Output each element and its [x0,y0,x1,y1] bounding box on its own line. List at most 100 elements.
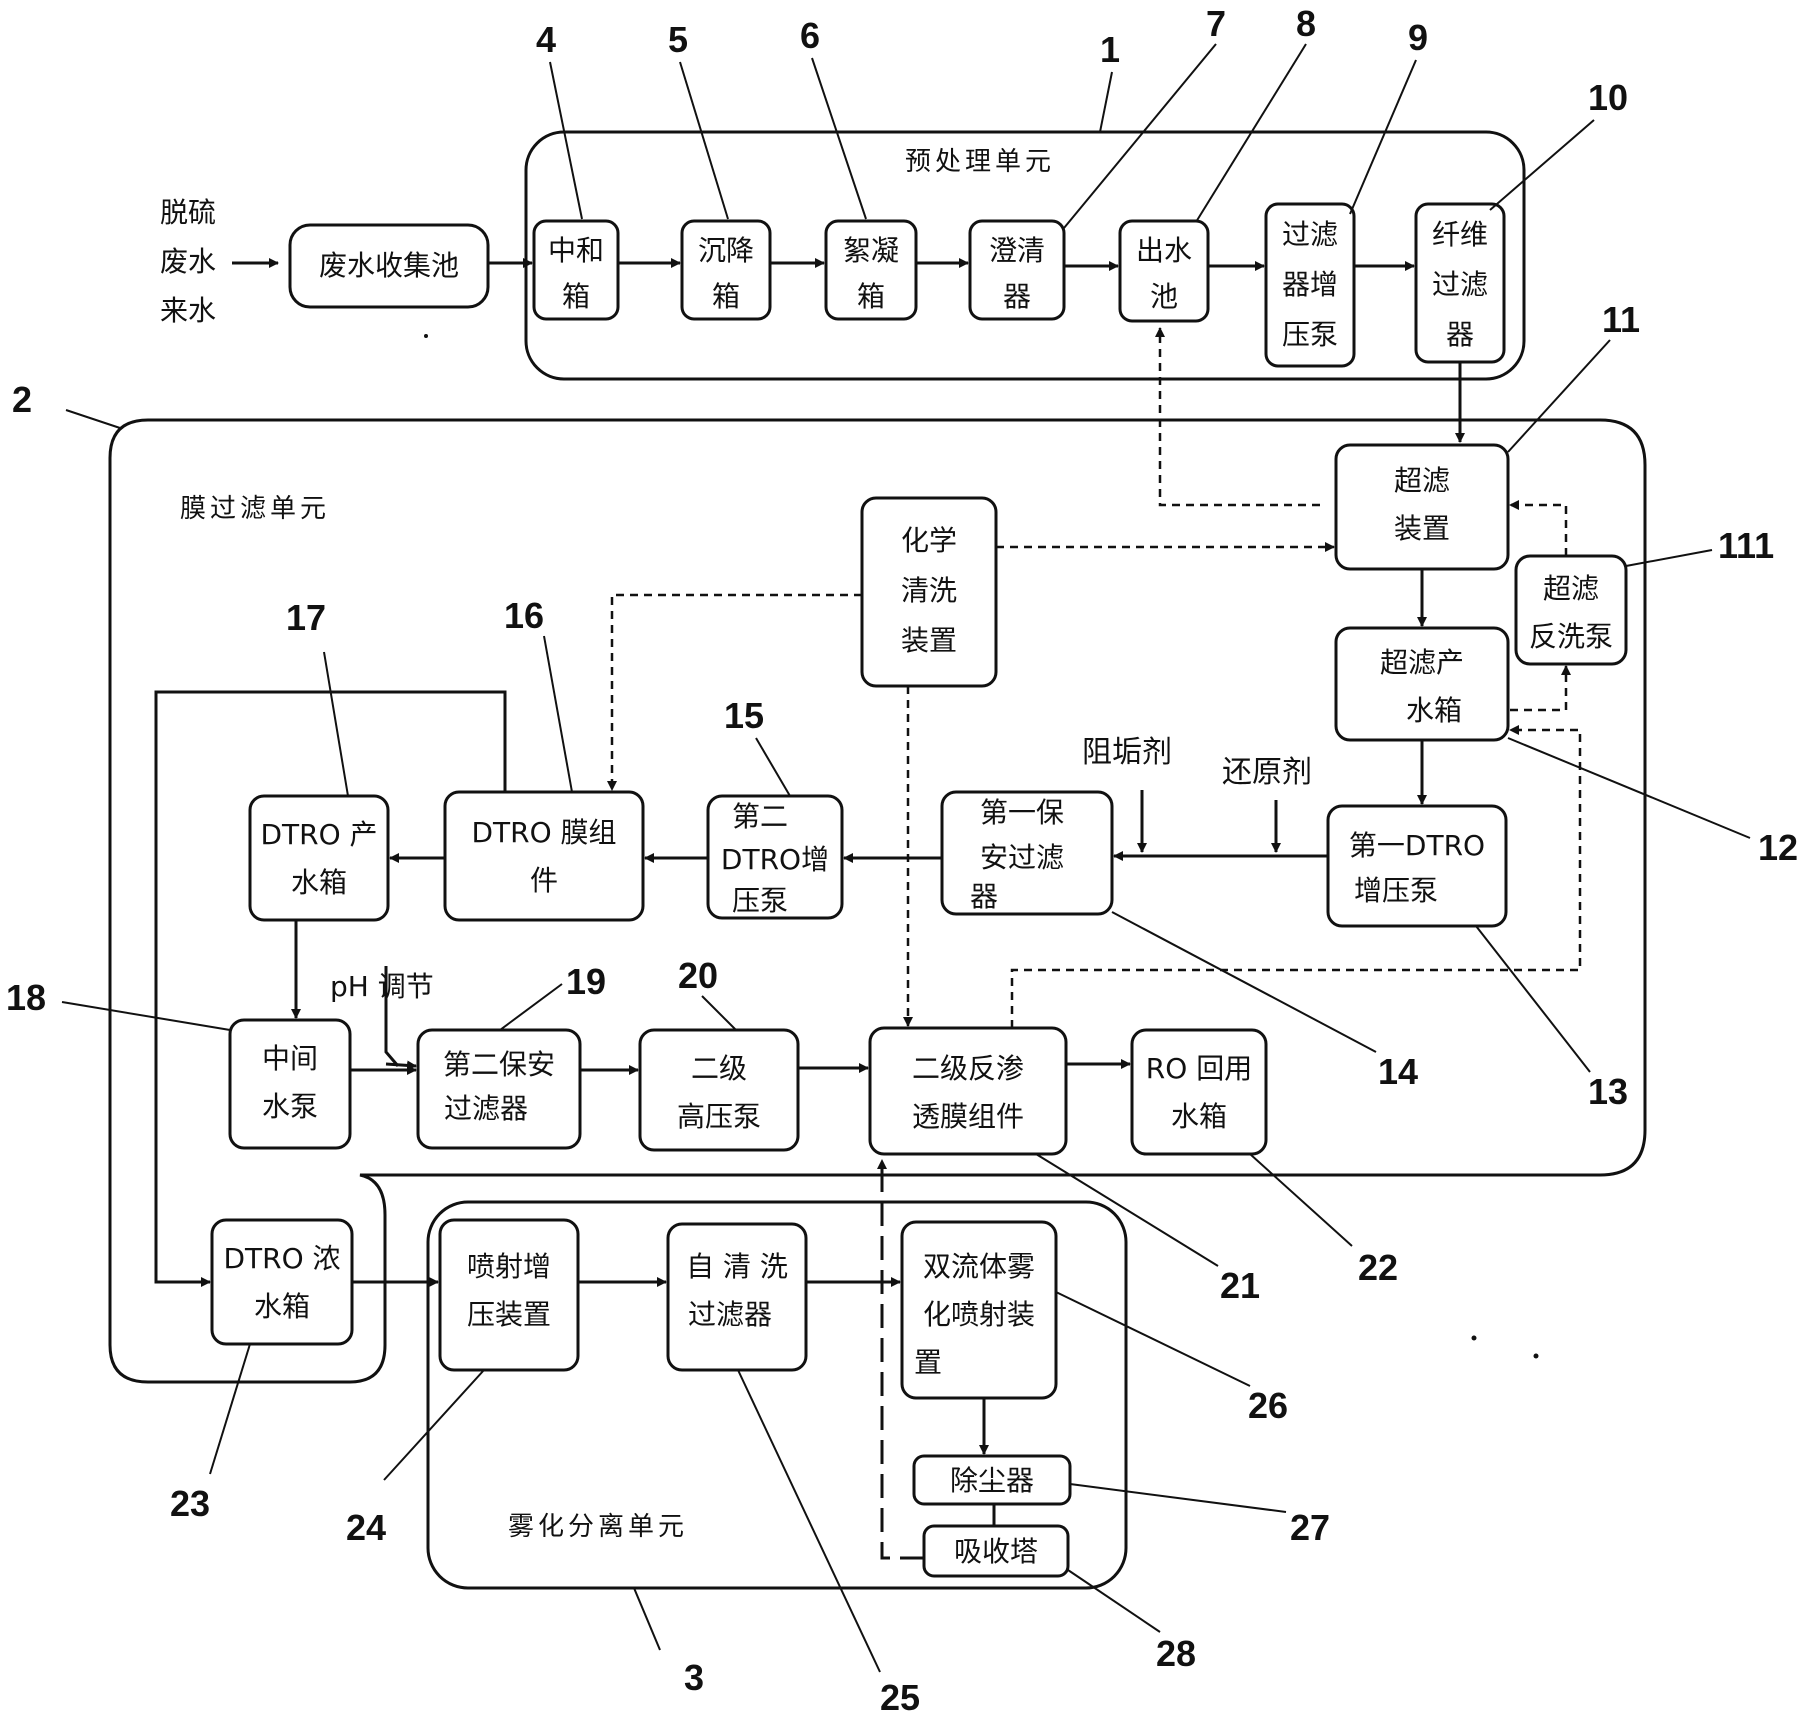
antiscalant-label: 阻垢剂 [1082,735,1172,770]
spray-booster-device: 喷射增 压装置 [438,1218,580,1372]
clarifier: 澄清 器 [968,219,1066,321]
svg-text:第二保安: 第二保安 [443,1048,555,1081]
pretreatment-unit-label: 预处理单元 [905,147,1055,177]
svg-text:高压泵: 高压泵 [677,1100,761,1133]
svg-text:中和: 中和 [548,234,604,267]
svg-text:絮凝: 絮凝 [843,234,899,267]
self-cleaning-filter: 自 清 洗 过滤器 [666,1222,808,1372]
membrane-unit-frame [108,418,1647,1384]
fiber-filter: 纤维 过滤 器 [1414,202,1506,364]
dtro-concentrate-tank: DTRO 浓 水箱 [210,1218,354,1346]
svg-text:压泵: 压泵 [1282,318,1338,351]
svg-text:第一DTRO: 第一DTRO [1349,829,1485,862]
flocculation-tank: 絮凝 箱 [824,219,918,321]
svg-text:过滤: 过滤 [1432,268,1488,301]
svg-text:器: 器 [970,880,998,913]
svg-text:DTRO 膜组: DTRO 膜组 [471,816,616,849]
svg-text:6: 6 [800,15,820,56]
svg-text:超滤: 超滤 [1543,572,1599,605]
svg-text:沉降: 沉降 [698,234,754,267]
svg-text:置: 置 [914,1346,942,1379]
svg-text:18: 18 [6,977,46,1018]
second-dtro-booster-pump: 第二 DTRO增 压泵 [706,794,844,920]
svg-text:吸收塔: 吸收塔 [954,1535,1038,1568]
svg-text:过滤器: 过滤器 [688,1298,772,1331]
svg-text:器: 器 [1003,280,1031,313]
svg-text:24: 24 [346,1507,386,1548]
dtro-membrane-module: DTRO 膜组 件 [443,790,645,922]
svg-text:12: 12 [1758,827,1798,868]
svg-text:111: 111 [1718,525,1774,566]
svg-text:件: 件 [530,864,558,897]
uf-product-tank: 超滤产 水箱 [1334,626,1510,742]
svg-text:过滤器: 过滤器 [444,1092,528,1125]
svg-text:水箱: 水箱 [291,866,347,899]
svg-text:10: 10 [1588,77,1628,118]
svg-text:DTRO 浓: DTRO 浓 [223,1242,340,1275]
svg-text:压泵: 压泵 [732,884,788,917]
svg-text:透膜组件: 透膜组件 [912,1100,1024,1133]
svg-text:过滤: 过滤 [1282,218,1338,251]
svg-text:28: 28 [1156,1633,1196,1674]
svg-text:1: 1 [1100,29,1120,70]
svg-text:DTRO 产: DTRO 产 [260,818,377,851]
svg-text:清洗: 清洗 [901,574,957,607]
svg-text:来水: 来水 [160,294,216,327]
membrane-unit-label: 膜过滤单元 [180,494,330,524]
svg-text:21: 21 [1220,1265,1260,1306]
atomization-unit-label: 雾化分离单元 [508,1512,688,1542]
svg-text:废水: 废水 [160,245,216,278]
svg-text:DTRO增: DTRO增 [721,843,829,876]
svg-text:20: 20 [678,955,718,996]
pretreatment-unit-frame [524,130,1526,381]
svg-text:8: 8 [1296,3,1316,44]
svg-text:池: 池 [1150,280,1178,313]
svg-text:26: 26 [1248,1385,1288,1426]
filter-booster-pump: 过滤 器增 压泵 [1264,202,1356,368]
svg-text:5: 5 [668,19,688,60]
svg-text:9: 9 [1408,17,1428,58]
svg-text:增压泵: 增压泵 [1354,874,1438,907]
svg-text:3: 3 [684,1657,704,1698]
svg-text:第二: 第二 [732,800,788,833]
second-security-filter: 第二保安 过滤器 [416,1028,582,1150]
svg-text:器增: 器增 [1282,268,1338,301]
svg-text:11: 11 [1602,299,1640,340]
svg-text:17: 17 [286,597,326,638]
svg-text:13: 13 [1588,1071,1628,1112]
svg-text:压装置: 压装置 [467,1298,551,1331]
middle-water-pump: 中间 水泵 [228,1018,352,1150]
svg-text:脱硫: 脱硫 [160,196,216,229]
svg-text:箱: 箱 [712,280,740,313]
svg-text:水泵: 水泵 [262,1090,318,1123]
svg-text:16: 16 [504,595,544,636]
dust-collector: 除尘器 [912,1454,1072,1506]
svg-text:4: 4 [536,19,556,60]
svg-text:出水: 出水 [1136,234,1192,267]
svg-text:化喷射装: 化喷射装 [923,1298,1035,1331]
svg-text:二级: 二级 [691,1052,747,1085]
atomization-unit-frame [426,1200,1128,1590]
svg-text:14: 14 [1378,1051,1418,1092]
svg-text:箱: 箱 [562,280,590,313]
first-security-filter: 第一保 安过滤 器 [940,790,1114,916]
svg-text:水箱: 水箱 [1406,694,1462,727]
svg-text:超滤产: 超滤产 [1380,646,1464,679]
secondary-high-pressure-pump: 二级 高压泵 [638,1028,800,1152]
svg-text:自 清 洗: 自 清 洗 [686,1250,788,1283]
svg-text:7: 7 [1206,3,1226,44]
svg-text:废水收集池: 废水收集池 [319,249,459,282]
svg-text:除尘器: 除尘器 [950,1464,1034,1497]
svg-text:2: 2 [12,379,32,420]
chemical-cleaning-device: 化学 清洗 装置 [860,496,998,688]
secondary-ro-membrane-module: 二级反渗 透膜组件 [868,1026,1068,1156]
svg-text:装置: 装置 [1394,512,1450,545]
svg-text:25: 25 [880,1677,920,1718]
svg-text:水箱: 水箱 [1171,1100,1227,1133]
svg-text:双流体雾: 双流体雾 [923,1250,1035,1283]
svg-text:RO 回用: RO 回用 [1146,1052,1252,1085]
svg-text:安过滤: 安过滤 [980,841,1064,874]
svg-text:装置: 装置 [901,624,957,657]
neutralization-tank: 中和 箱 [532,219,620,321]
